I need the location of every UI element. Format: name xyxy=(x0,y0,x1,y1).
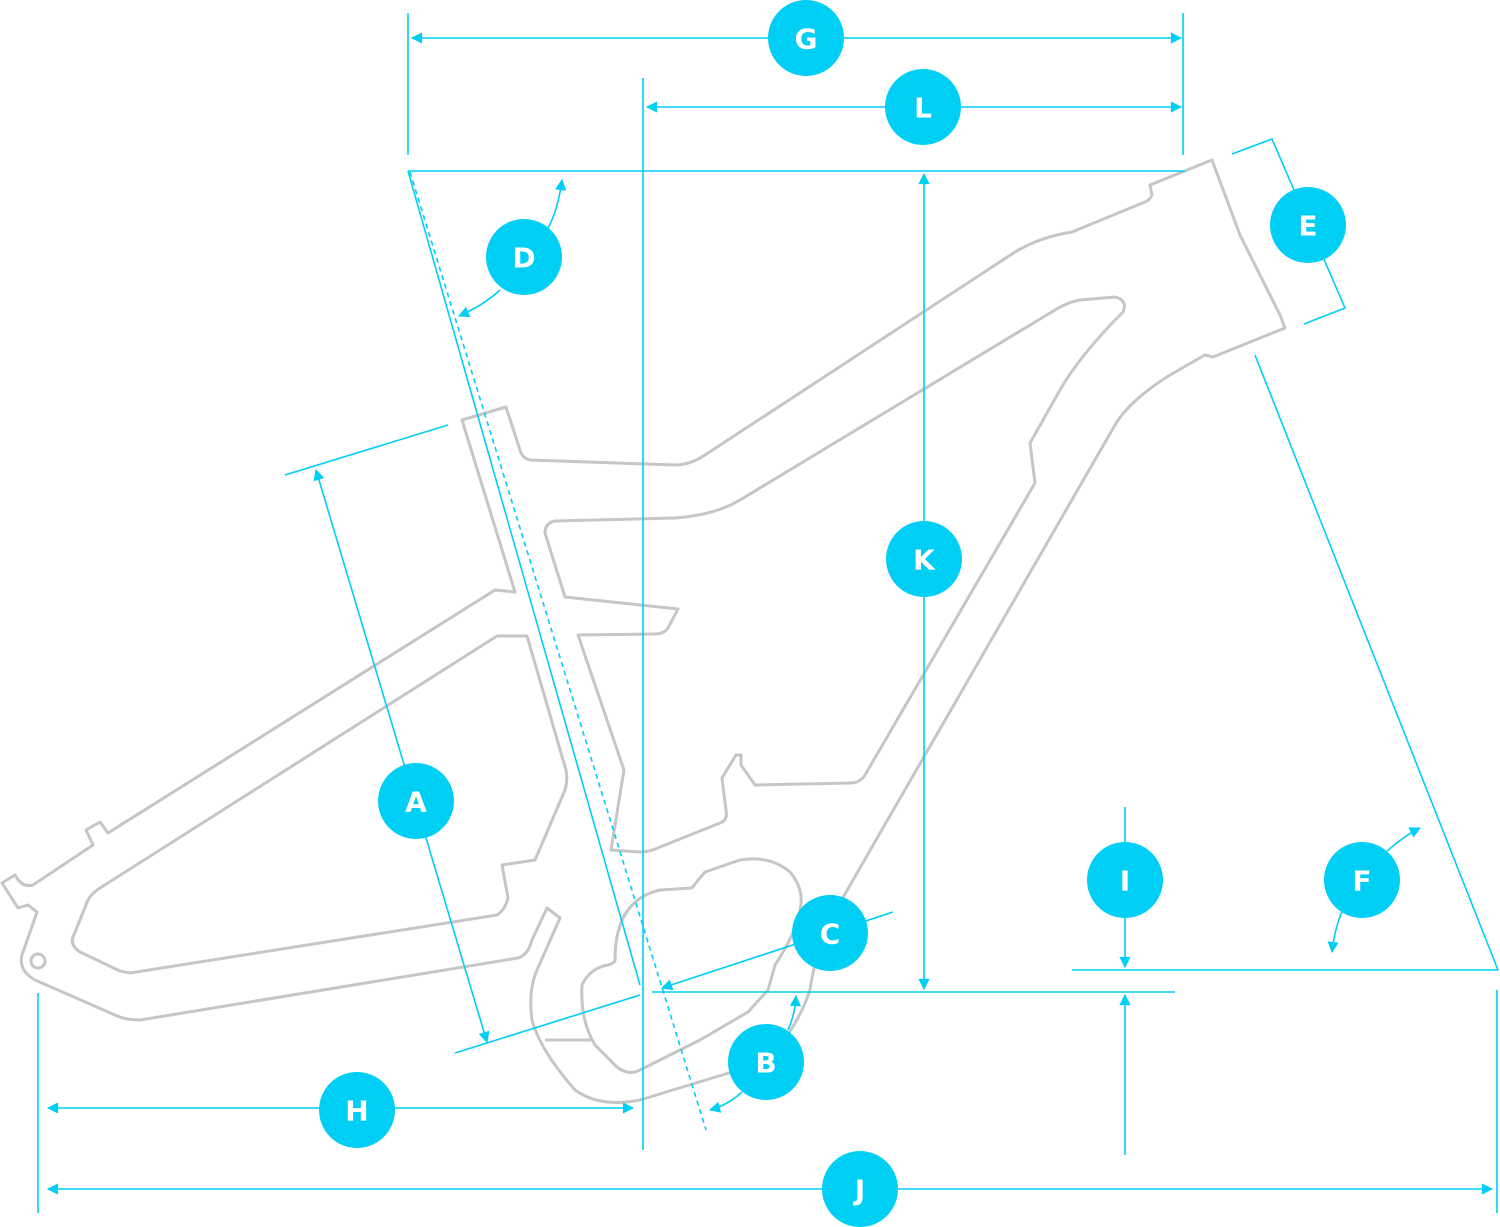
label-i: I xyxy=(1087,842,1163,918)
motor-housing xyxy=(580,857,803,1074)
svg-text:I: I xyxy=(1120,865,1130,898)
svg-text:H: H xyxy=(345,1095,368,1128)
label-e: E xyxy=(1270,187,1346,263)
label-g: G xyxy=(768,0,844,76)
rear-triangle-inner xyxy=(70,634,569,975)
frame-outline xyxy=(0,158,1287,1104)
svg-text:D: D xyxy=(512,242,535,275)
label-b: B xyxy=(728,1024,804,1100)
dim-a xyxy=(313,468,490,1044)
label-h: H xyxy=(319,1072,395,1148)
label-f: F xyxy=(1324,842,1400,918)
svg-text:J: J xyxy=(853,1174,865,1207)
svg-text:C: C xyxy=(820,918,841,951)
svg-text:K: K xyxy=(913,544,936,577)
svg-text:E: E xyxy=(1298,210,1317,243)
label-l: L xyxy=(885,69,961,145)
label-d: D xyxy=(486,219,562,295)
svg-text:F: F xyxy=(1352,865,1371,898)
svg-text:G: G xyxy=(795,23,818,56)
label-c: C xyxy=(792,895,868,971)
label-j: J xyxy=(822,1151,898,1227)
front-triangle-inner xyxy=(543,295,1126,854)
svg-text:A: A xyxy=(405,786,427,819)
label-a: A xyxy=(378,763,454,839)
svg-text:L: L xyxy=(914,92,932,125)
dropout-hole xyxy=(29,952,47,970)
bike-frame xyxy=(0,158,1287,1104)
label-k: K xyxy=(886,521,962,597)
dimension-lines xyxy=(37,13,1499,1213)
svg-text:B: B xyxy=(755,1047,776,1080)
